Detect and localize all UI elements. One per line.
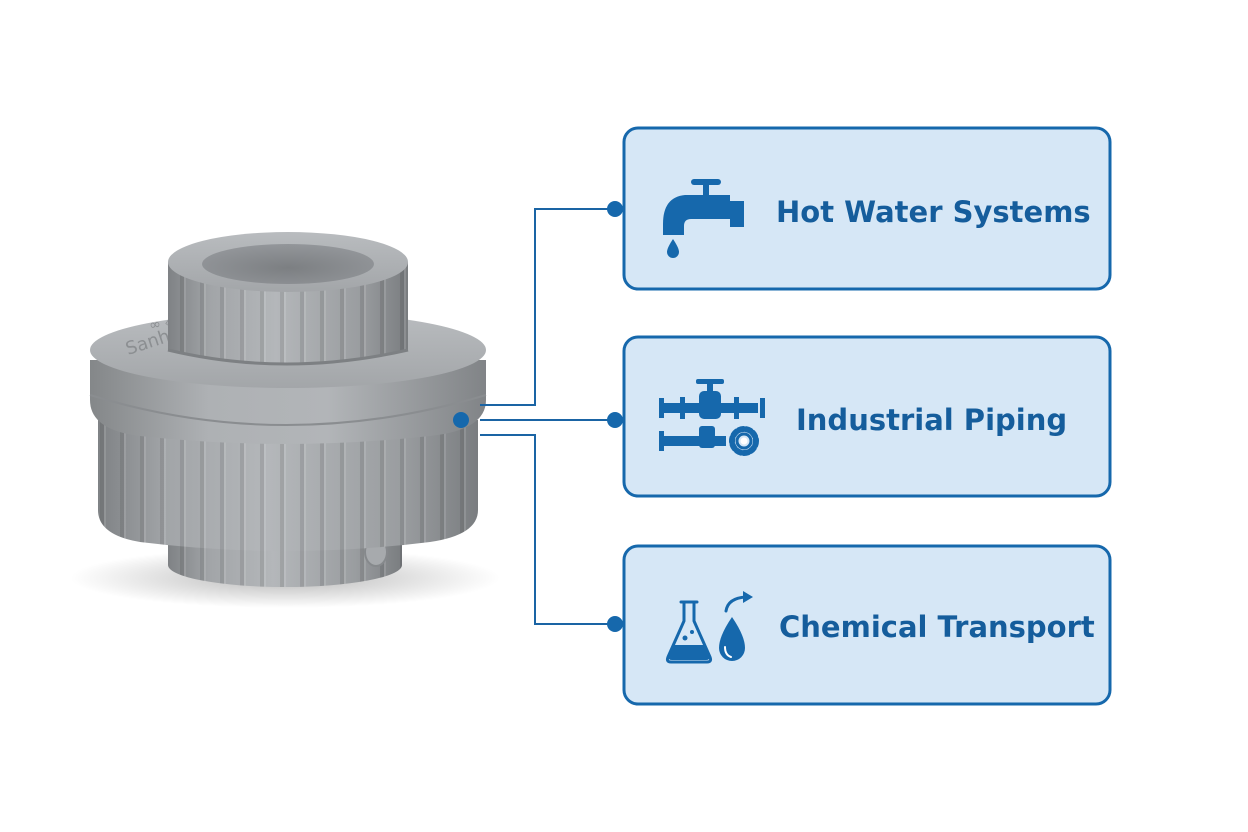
node-dot-industrial <box>607 412 623 428</box>
source-node-dot <box>453 412 469 428</box>
application-card-hot-water: Hot Water Systems <box>622 126 1112 291</box>
fitting-upper-socket <box>167 232 409 366</box>
chemical-flask-drop-icon <box>665 591 753 664</box>
water-faucet-icon <box>663 179 744 258</box>
card-label-hot-water: Hot Water Systems <box>776 195 1091 229</box>
application-card-industrial-piping: Industrial Piping <box>622 335 1112 498</box>
node-dot-hot-water <box>607 201 623 217</box>
connector-chemical <box>480 434 615 625</box>
connector-lines <box>453 201 623 632</box>
card-label-chemical-transport: Chemical Transport <box>779 610 1095 644</box>
pipe-valve-gear-icon <box>659 379 765 456</box>
union-fitting-image: Sanhe ∞ ◈ <box>70 232 500 608</box>
connector-hot-water <box>480 208 615 406</box>
card-label-industrial-piping: Industrial Piping <box>796 403 1067 437</box>
node-dot-chemical <box>607 616 623 632</box>
application-card-chemical-transport: Chemical Transport <box>622 544 1112 706</box>
